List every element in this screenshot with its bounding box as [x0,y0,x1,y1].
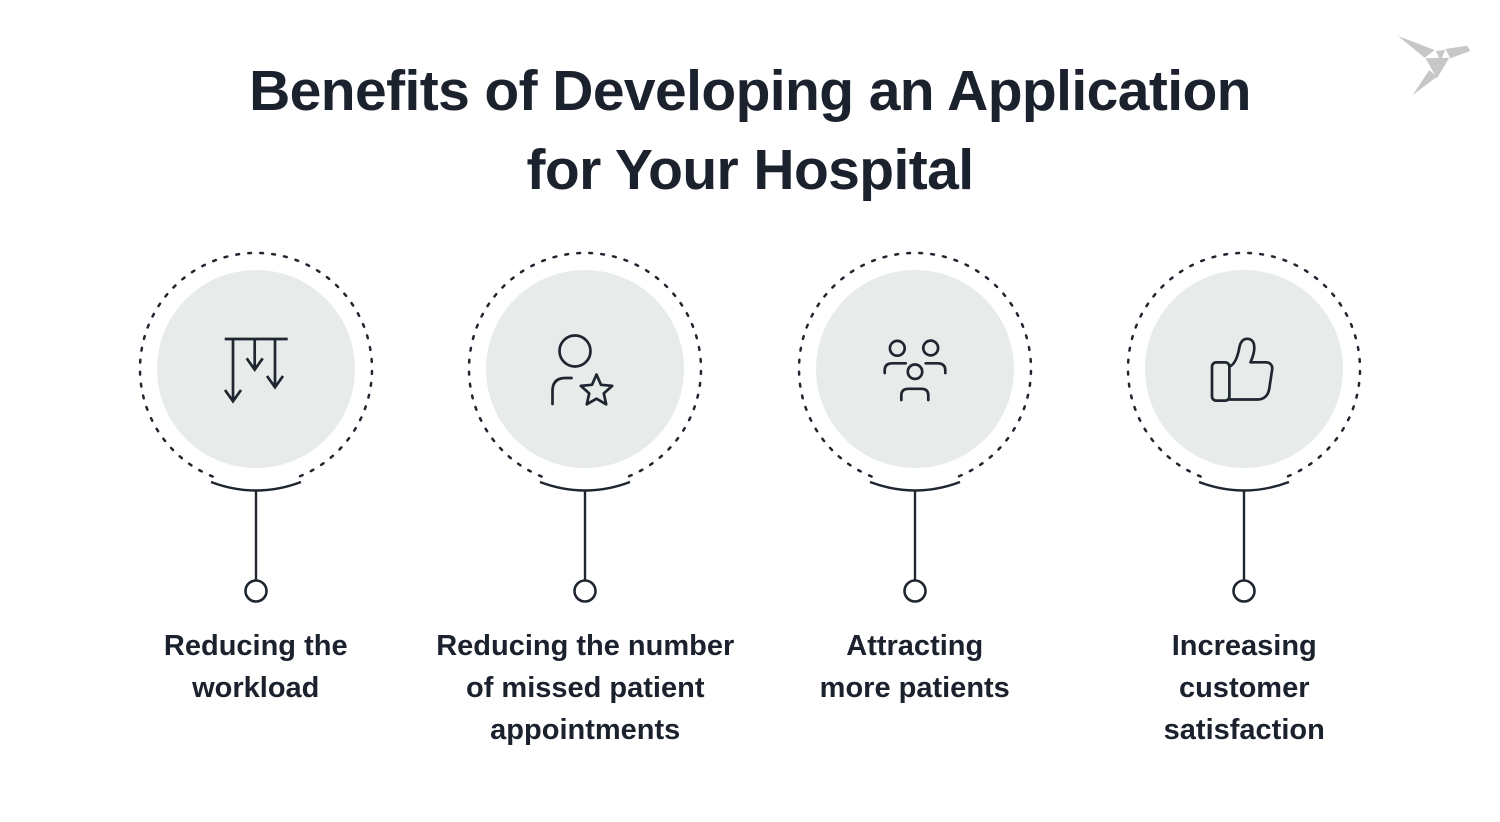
dotted-ring [797,251,1032,479]
benefit-pin [797,251,1032,604]
people-group-icon [883,339,947,402]
benefit-circle [486,270,685,469]
page-title: Benefits of Developing an Application fo… [249,59,1251,202]
benefit-circle [815,270,1014,469]
origami-bird-logo [1398,36,1471,95]
thumbs-up-icon [1210,337,1274,403]
benefit-pin [1127,251,1362,604]
benefit-item-missed-appointments: Reducing the number of missed patient ap… [421,239,751,751]
dotted-ring [138,251,373,479]
benefit-label: Reducing the number of missed patient ap… [436,630,735,747]
benefit-pin [468,251,703,604]
arrows-down-icon [223,337,288,404]
benefit-item-satisfaction: Increasing customer satisfaction [1080,239,1410,751]
pin-arc [1198,481,1290,493]
pin-arc [539,481,631,493]
benefit-columns: Reducing the workload Reducing the numbe… [91,239,1409,751]
pin-node [573,579,598,604]
benefit-pin [138,251,373,604]
benefit-label: Reducing the workload [163,630,348,705]
dotted-ring [1127,251,1362,479]
pin-node [902,579,927,604]
pin-node [1232,579,1257,604]
benefit-item-workload: Reducing the workload [91,239,421,751]
person-star-icon [551,334,614,406]
pin-node [243,579,268,604]
pin-arc [210,481,302,493]
benefit-item-more-patients: Attracting more patients [750,239,1080,751]
benefit-label: Attracting more patients [819,630,1010,705]
dotted-ring [468,251,703,479]
benefit-label: Increasing customer satisfaction [1163,630,1325,747]
benefit-circle [1145,270,1344,469]
pin-arc [869,481,961,493]
